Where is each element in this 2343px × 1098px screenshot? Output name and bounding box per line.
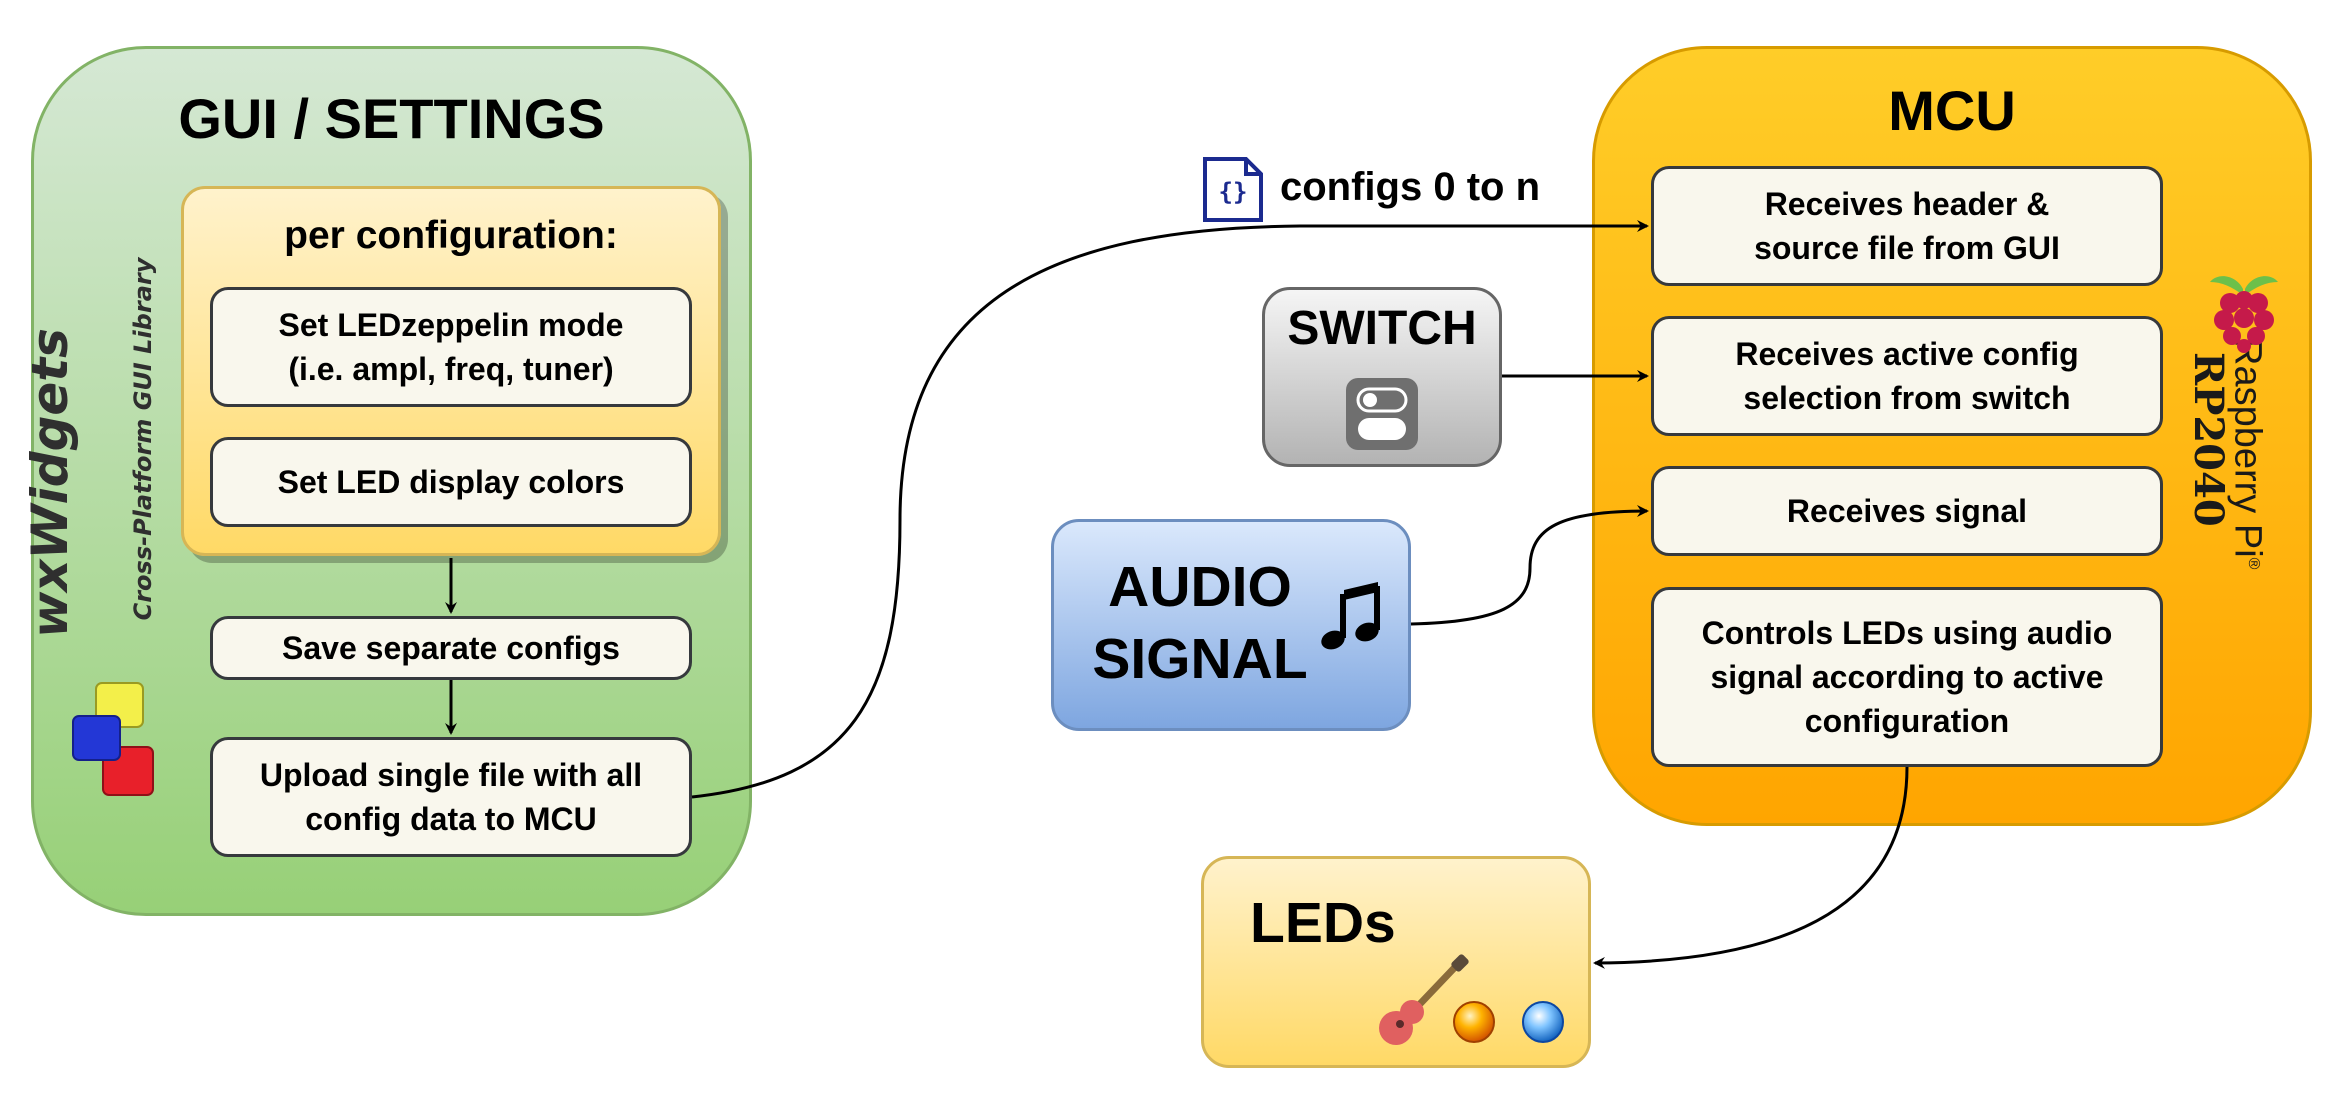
gui-step-set-mode: Set LEDzeppelin mode (i.e. ampl, freq, t…: [210, 287, 692, 407]
music-note-icon: [1321, 582, 1380, 650]
connector-audio-to-mcu: [1410, 505, 1649, 626]
mcu-step-receive-signal: Receives signal: [1651, 466, 2163, 556]
wxwidgets-squares-icon: [72, 682, 154, 796]
svg-text:{}: {}: [1219, 178, 1248, 206]
per-configuration-title: per configuration:: [284, 214, 618, 257]
guitar-icon: [1379, 954, 1469, 1045]
orange-led-icon: [1453, 1001, 1495, 1043]
json-file-icon: {}: [1203, 157, 1263, 222]
configs-label: configs 0 to n: [1280, 165, 1540, 209]
mcu-title: MCU: [1888, 78, 2016, 142]
toggle-switch-icon: [1346, 378, 1418, 450]
mcu-step-control-leds: Controls LEDs using audio signal accordi…: [1651, 587, 2163, 767]
gui-step-upload-file: Upload single file with all config data …: [210, 737, 692, 857]
connector-upload-to-mcu: [691, 220, 1649, 799]
mcu-step-receive-header: Receives header & source file from GUI: [1651, 166, 2163, 286]
connector-mcu-to-leds: [1593, 766, 1909, 969]
gui-step-save-configs: Save separate configs: [210, 616, 692, 680]
raspberry-icon: [2210, 276, 2278, 353]
switch-title: SWITCH: [1287, 301, 1477, 355]
gui-title: GUI / SETTINGS: [178, 86, 605, 150]
gui-step-set-colors: Set LED display colors: [210, 437, 692, 527]
leds-title: LEDs: [1250, 891, 1396, 955]
audio-title: AUDIO SIGNAL: [1092, 555, 1308, 691]
mcu-step-receive-config: Receives active config selection from sw…: [1651, 316, 2163, 436]
audio-signal-box: [1051, 519, 1411, 731]
blue-led-icon: [1522, 1001, 1564, 1043]
